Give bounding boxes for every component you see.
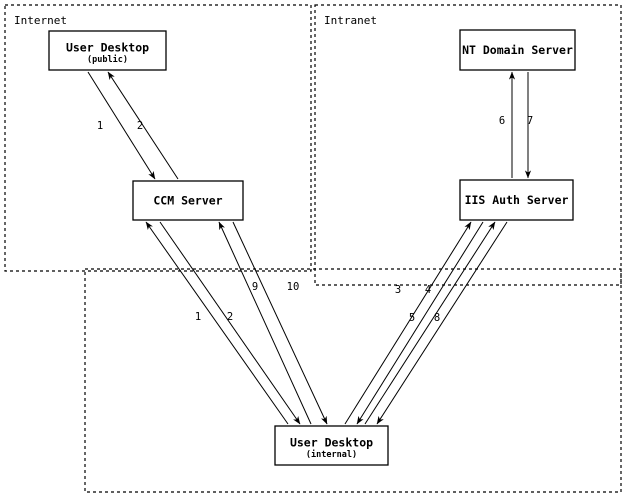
node-box-user-desktop-internal	[274, 425, 389, 466]
step-label-step-2-internal: 2	[227, 311, 233, 323]
node-title-iis-auth-server: IIS Auth Server	[465, 193, 569, 207]
node-box-nt-domain-server	[459, 29, 576, 71]
step-label-step-3-iis: 3	[395, 284, 401, 296]
node-title-nt-domain-server: NT Domain Server	[462, 43, 573, 57]
step-labels-layer: 1 2 6 7 9 10 1 2 3 4 5 8	[97, 115, 533, 324]
step-label-step-9-ccm: 9	[252, 281, 258, 293]
node-subtitle-user-desktop-internal: (internal)	[306, 449, 357, 460]
step-label-step-10-ccm: 10	[287, 281, 300, 293]
flow-iis-to-internal-8	[376, 221, 508, 425]
node-box-user-desktop-public	[48, 30, 167, 71]
zone-boundary-intranet	[314, 4, 622, 286]
node-user-desktop-internal[interactable]: User Desktop(internal)	[274, 425, 389, 466]
step-label-step-8-iis: 8	[434, 312, 440, 324]
step-label-step-1-internal: 1	[195, 311, 201, 323]
step-label-step-7-domain: 7	[527, 115, 533, 127]
node-box-iis-auth-server	[459, 179, 574, 221]
node-title-user-desktop-internal: User Desktop	[290, 436, 373, 450]
zone-boundary-internal	[84, 268, 622, 493]
flows-layer	[87, 71, 532, 425]
flow-iis-to-internal-4	[356, 221, 484, 425]
node-ccm-server[interactable]: CCM Server	[132, 180, 244, 221]
flow-internal-to-ccm-9	[218, 221, 312, 425]
flow-ccm-to-internal-2	[159, 221, 301, 425]
zone-label-intranet: Intranet	[324, 14, 377, 27]
step-label-step-2-public: 2	[137, 120, 143, 132]
step-label-step-5-iis: 5	[409, 312, 415, 324]
flow-internal-to-ccm-1	[145, 221, 289, 425]
zones-layer: Internet Intranet	[4, 4, 622, 493]
node-subtitle-user-desktop-public: (public)	[87, 54, 128, 65]
zone-label-internet: Internet	[14, 14, 67, 27]
step-label-step-4-iis: 4	[425, 284, 431, 296]
flow-public-to-ccm	[87, 71, 156, 180]
flow-internal-to-iis-5	[364, 221, 496, 425]
node-user-desktop-public[interactable]: User Desktop(public)	[48, 30, 167, 71]
node-iis-auth-server[interactable]: IIS Auth Server	[459, 179, 574, 221]
node-box-ccm-server	[132, 180, 244, 221]
step-label-step-1-public: 1	[97, 120, 103, 132]
flow-ccm-to-public	[107, 71, 179, 180]
node-nt-domain-server[interactable]: NT Domain Server	[459, 29, 576, 71]
zone-boundary-internet	[4, 4, 312, 272]
node-title-user-desktop-public: User Desktop	[66, 41, 149, 55]
flow-internal-to-iis-3	[344, 221, 472, 425]
node-title-ccm-server: CCM Server	[153, 194, 222, 208]
step-label-step-6-domain: 6	[499, 115, 505, 127]
flow-ccm-to-internal-10	[232, 221, 328, 425]
